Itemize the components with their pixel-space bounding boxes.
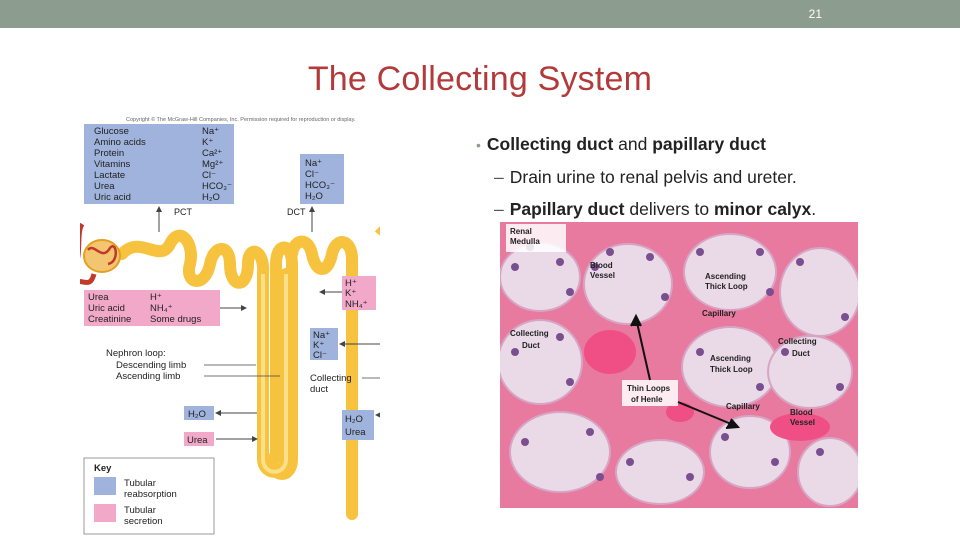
nephron-diagram: Glucose Amino acids Protein Vitamins Lac… (80, 124, 380, 535)
pct-item: Uric acid (94, 192, 131, 203)
proximal-tubule (116, 229, 298, 480)
dct-secretion-item: K⁺ (345, 288, 356, 299)
blood-vessel-label-b: Blood (790, 408, 813, 417)
cd-bottom-box (342, 410, 374, 440)
pct-ion: H₂O (202, 192, 220, 203)
pct-ion: K⁺ (202, 137, 213, 148)
pct-item: Amino acids (94, 137, 146, 148)
ascending-thick-label-b: Ascending (710, 354, 751, 363)
cd-ion: Cl⁻ (313, 350, 327, 361)
cell-nuclei (511, 243, 849, 481)
bullet-sub-2: –Papillary duct delivers to minor calyx. (494, 199, 817, 219)
loop-h2o-label: H₂O (188, 409, 206, 420)
cd-ion: K⁺ (313, 340, 324, 351)
key-reabsorption-label-2: reabsorption (124, 489, 177, 500)
dct-ion: H₂O (305, 191, 323, 202)
pct-ion: HCO₃⁻ (202, 181, 232, 192)
loop-urea-label: Urea (187, 435, 208, 446)
ascending-thick-label: Ascending (705, 272, 746, 281)
cd-ion: Na⁺ (313, 330, 330, 341)
renal-medulla-label-2: Medulla (510, 237, 540, 246)
pct-secretion-item: Creatinine (88, 314, 131, 325)
pct-item: Vitamins (94, 159, 131, 170)
loop-urea-box (184, 432, 214, 446)
thin-loops-label: Thin Loops (627, 384, 671, 393)
renal-medulla-micrograph: Renal Medulla Blood Vessel Ascending Thi… (500, 222, 858, 508)
bullet-main-and: and (613, 134, 653, 154)
pct-ion: Ca²⁺ (202, 148, 222, 159)
pct-ion: Na⁺ (202, 126, 219, 137)
copyright-text: Copyright © The McGraw-Hill Companies, I… (126, 117, 356, 123)
cd-urea: Urea (345, 427, 366, 438)
dct-ion: Na⁺ (305, 158, 322, 169)
pct-ion: Mg²⁺ (202, 159, 223, 170)
pct-secretion-item: NH₄⁺ (150, 303, 173, 314)
collecting-duct-label-2: duct (310, 384, 328, 395)
dct-ion: HCO₃⁻ (305, 180, 335, 191)
pct-reabsorption-box (84, 124, 234, 204)
key-reabsorption-label: Tubular (124, 478, 156, 489)
bullet-sub-2-term2: minor calyx (713, 199, 812, 219)
bullet-sub-2-mid: delivers to (624, 199, 714, 219)
bullet-dot: • (476, 137, 481, 153)
cd-h2o: H₂O (345, 414, 363, 425)
ascending-thick-label-2: Thick Loop (705, 282, 748, 291)
ascending-thick-label-b2: Thick Loop (710, 365, 753, 374)
collecting-duct-label: Collecting (510, 329, 549, 338)
key-title: Key (94, 463, 112, 474)
distal-tubule (286, 235, 358, 520)
collecting-duct-label: Collecting (310, 373, 352, 384)
pct-secretion-item: Urea (88, 292, 109, 303)
pct-secretion-item: Some drugs (150, 314, 201, 325)
ascending-limb-label: Ascending limb (116, 371, 180, 382)
nephron-loop-label: Nephron loop: (106, 348, 166, 359)
key-reabsorption-swatch (94, 477, 116, 495)
slide-number: 21 (808, 7, 822, 21)
renal-medulla-label: Renal (510, 227, 532, 236)
collecting-duct-label-2: Duct (522, 341, 540, 350)
blood-vessel-label-2: Vessel (590, 271, 615, 280)
pct-item: Lactate (94, 170, 125, 181)
dct-secretion-box (342, 276, 376, 310)
pct-item: Urea (94, 181, 115, 192)
key-secretion-label-2: secretion (124, 516, 163, 527)
dct-ion: Cl⁻ (305, 169, 319, 180)
blood-vessel-label: Blood (590, 261, 613, 270)
collecting-duct-label-b2: Duct (792, 349, 810, 358)
bullet-main-term2: papillary duct (652, 134, 767, 154)
dct-label: DCT (287, 207, 306, 217)
cd-reabsorption-box (310, 328, 338, 360)
pct-ion: Cl⁻ (202, 170, 216, 181)
dct-reabsorption-box (300, 154, 344, 204)
bullet-main: • Collecting duct and papillary duct (476, 128, 816, 161)
pct-item: Glucose (94, 126, 129, 137)
thin-loops-label-2: of Henle (631, 395, 663, 404)
blood-vessel-label-b2: Vessel (790, 418, 815, 427)
capillary-label: Capillary (702, 309, 736, 318)
pct-secretion-item: Uric acid (88, 303, 125, 314)
loop-h2o-box (184, 406, 214, 420)
bullet-sub-2-term1: Papillary duct (509, 199, 625, 219)
pct-secretion-box (84, 290, 220, 326)
key-secretion-label: Tubular (124, 505, 156, 516)
capillary-label-b: Capillary (726, 402, 760, 411)
bullet-sub-1-text: Drain urine to renal pelvis and ureter. (509, 167, 797, 187)
dct-secretion-item: NH₄⁺ (345, 299, 368, 310)
pct-item: Protein (94, 148, 124, 159)
descending-limb-label: Descending limb (116, 360, 186, 371)
top-bar: 21 (0, 0, 960, 28)
dct-secretion-item: H⁺ (345, 278, 357, 289)
bullet-sub-1: –Drain urine to renal pelvis and ureter. (494, 167, 797, 187)
slide-title: The Collecting System (307, 60, 653, 98)
blood-vessels (584, 330, 830, 441)
collecting-duct-label-b: Collecting (778, 337, 817, 346)
bullet-main-term1: Collecting duct (486, 134, 614, 154)
bullet-list: • Collecting duct and papillary duct –Dra… (476, 128, 816, 225)
pct-secretion-item: H⁺ (150, 292, 162, 303)
pct-label: PCT (174, 207, 193, 217)
pointer-arrows (630, 313, 741, 429)
key-secretion-swatch (94, 504, 116, 522)
blood-vessel (80, 222, 85, 259)
